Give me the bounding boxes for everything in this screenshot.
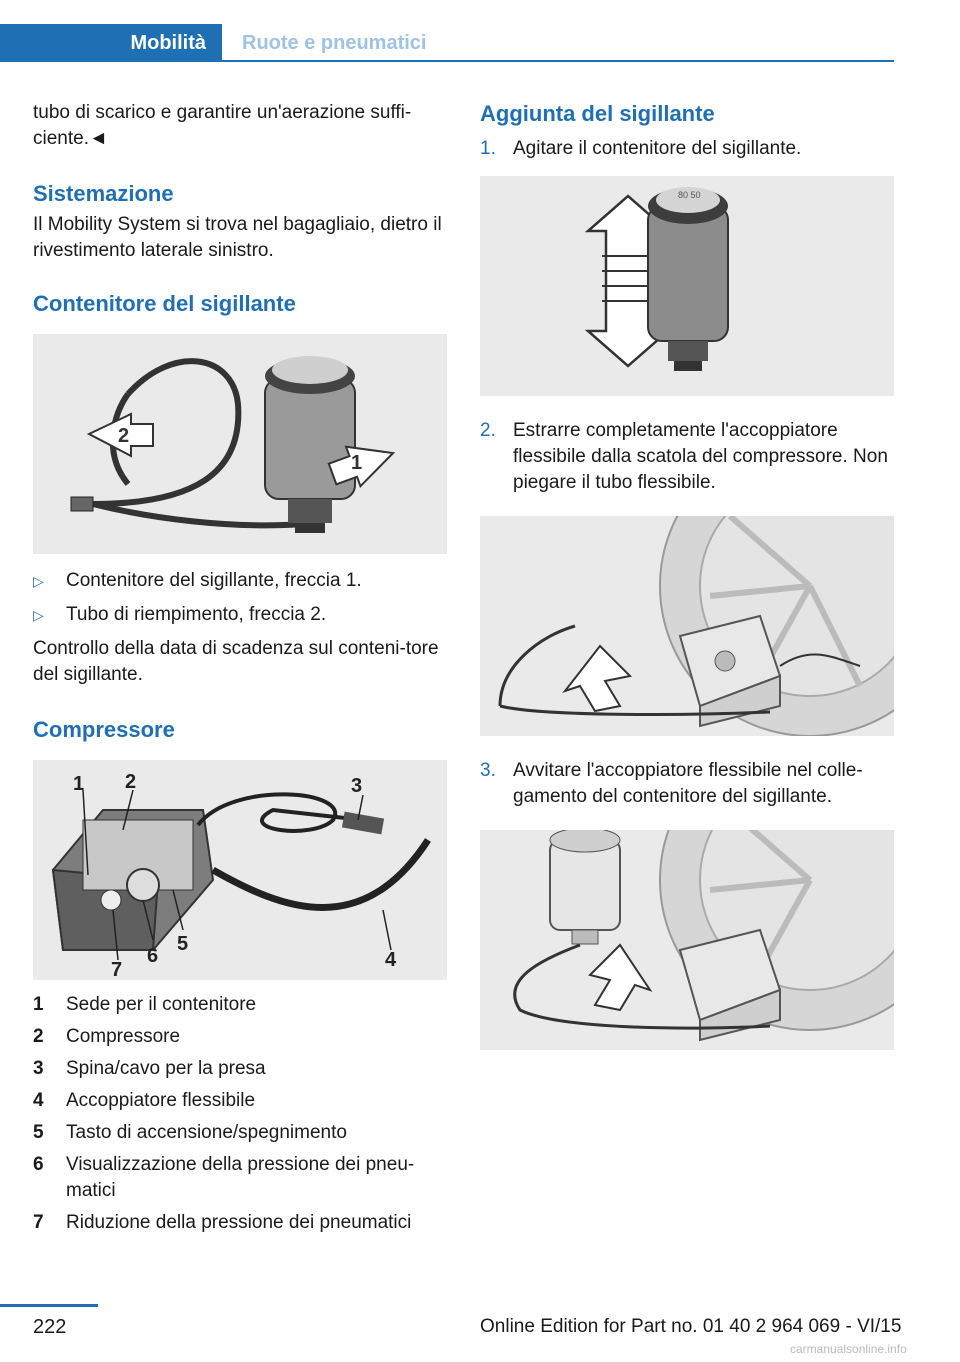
page-number: 222 — [33, 1316, 67, 1338]
step-item: 1. Agitare il contenitore del sigillante… — [480, 138, 802, 159]
list-item: ▷ Tubo di riempimento, freccia 2. — [33, 602, 447, 628]
page-header: Mobilità Ruote e pneumatici — [0, 24, 894, 62]
header-rule — [222, 60, 894, 62]
intro-text: tubo di scarico e garantire un'aerazione… — [33, 102, 412, 149]
step-item: 3. Avvitare l'accoppiatore flessibile ne… — [480, 760, 863, 807]
triangle-bullet-icon: ▷ — [33, 607, 44, 623]
callout-1: 1 — [73, 773, 84, 795]
sistemazione-text: Il Mobility System si trova nel bagaglia… — [33, 214, 442, 261]
arrow-label-1: 1 — [351, 452, 362, 474]
header-section-tab: Mobilità — [0, 24, 222, 62]
footer-rule — [0, 1304, 98, 1307]
shake-container-figure: 80 50 — [480, 176, 894, 396]
contenitore-heading: Contenitore del sigillante — [33, 291, 296, 316]
compressore-heading: Compressore — [33, 717, 175, 742]
step-item: 2. Estrarre completamente l'accoppiatore… — [480, 420, 888, 493]
triangle-bullet-icon: ▷ — [33, 573, 44, 589]
right-column: Aggiunta del sigillante 1. Agitare il co… — [480, 100, 894, 1050]
callout-4: 4 — [385, 949, 397, 971]
contenitore-list: ▷ Contenitore del sigillante, freccia 1.… — [33, 568, 447, 628]
callout-3: 3 — [351, 775, 362, 797]
connect-hose-figure — [480, 830, 894, 1050]
edition-text: Online Edition for Part no. 01 40 2 964 … — [480, 1316, 902, 1337]
compressor-figure: 1 2 3 4 5 6 7 — [33, 760, 447, 980]
can-label: 80 50 — [678, 190, 701, 200]
left-column: tubo di scarico e garantire un'aerazione… — [33, 100, 447, 1242]
callout-5: 5 — [177, 933, 188, 955]
callout-2: 2 — [125, 771, 136, 793]
scadenza-text: Controllo della data di scadenza sul con… — [33, 638, 439, 685]
list-item: ▷ Contenitore del sigillante, freccia 1. — [33, 568, 447, 594]
extract-hose-figure — [480, 516, 894, 736]
header-chapter-tab: Ruote e pneumatici — [242, 32, 427, 54]
callout-7: 7 — [111, 959, 122, 980]
callout-6: 6 — [147, 945, 158, 967]
arrow-label-2: 2 — [118, 425, 129, 447]
sistemazione-heading: Sistemazione — [33, 181, 174, 206]
aggiunta-heading: Aggiunta del sigillante — [480, 101, 715, 126]
watermark: carmanualsonline.info — [790, 1342, 907, 1356]
sealant-container-figure: 2 1 — [33, 334, 447, 554]
